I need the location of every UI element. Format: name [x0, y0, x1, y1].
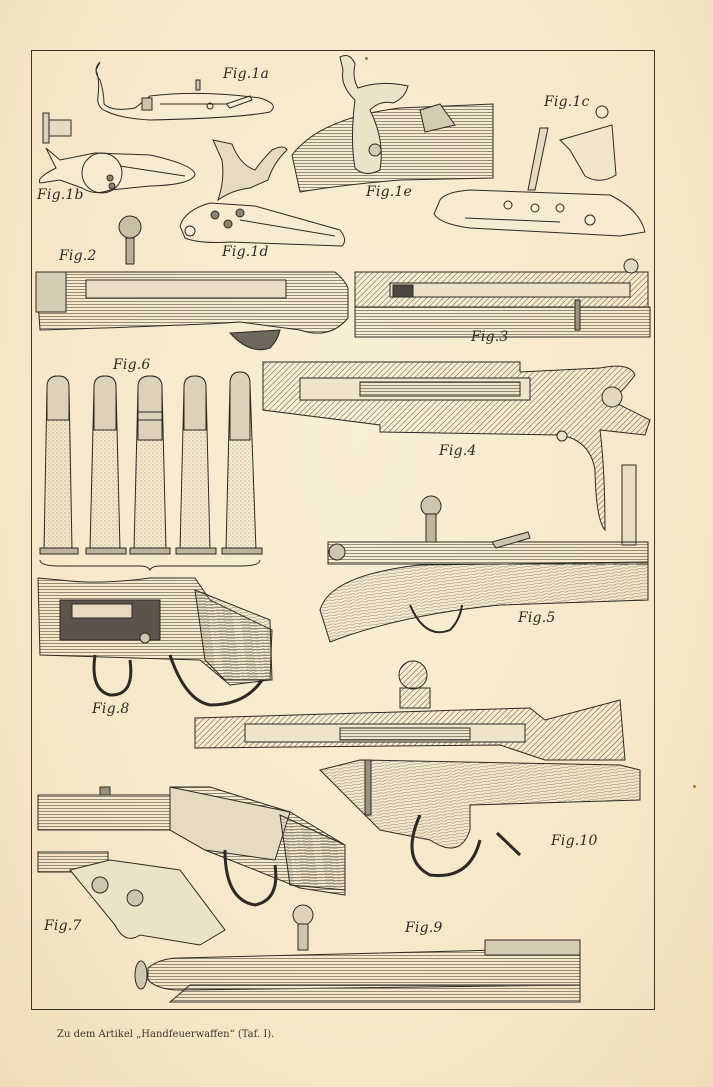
- fig1c-drawing: [433, 105, 646, 237]
- fig4-drawing: [262, 361, 651, 532]
- fig7-drawing: [37, 786, 346, 946]
- fig8-drawing: [37, 577, 273, 707]
- fig1a-label: Fig.1a: [223, 66, 270, 82]
- fig2-drawing: [35, 215, 349, 351]
- fig4-label: Fig.4: [439, 443, 477, 459]
- ink-spot: [693, 785, 696, 788]
- fig3-drawing: [354, 258, 651, 338]
- fig9-drawing: [134, 904, 581, 1003]
- fig9-label: Fig.9: [405, 920, 443, 936]
- fig1b-label: Fig.1b: [37, 187, 84, 203]
- fig1e-drawing: [291, 55, 494, 193]
- fig1d-drawing: [179, 139, 346, 247]
- fig1b-drawing: [38, 112, 196, 194]
- ink-spot: [365, 57, 368, 60]
- plate-frame: [31, 50, 655, 1010]
- fig1e-label: Fig.1e: [366, 184, 412, 200]
- fig8-label: Fig.8: [92, 701, 130, 717]
- plate-caption: Zu dem Artikel „Handfeuerwaffen“ (Taf. I…: [57, 1029, 275, 1040]
- fig1a-drawing: [95, 61, 274, 121]
- fig1d-label: Fig.1d: [222, 244, 269, 260]
- fig1c-label: Fig.1c: [544, 94, 590, 110]
- fig6-drawing: [39, 371, 263, 572]
- fig10-drawing: [194, 660, 641, 878]
- fig3-label: Fig.3: [471, 329, 509, 345]
- fig7-label: Fig.7: [44, 918, 82, 934]
- fig10-label: Fig.10: [551, 833, 598, 849]
- fig2-label: Fig.2: [59, 248, 97, 264]
- fig6-label: Fig.6: [113, 357, 151, 373]
- fig5-label: Fig.5: [518, 610, 556, 626]
- fig5-drawing: [319, 464, 649, 643]
